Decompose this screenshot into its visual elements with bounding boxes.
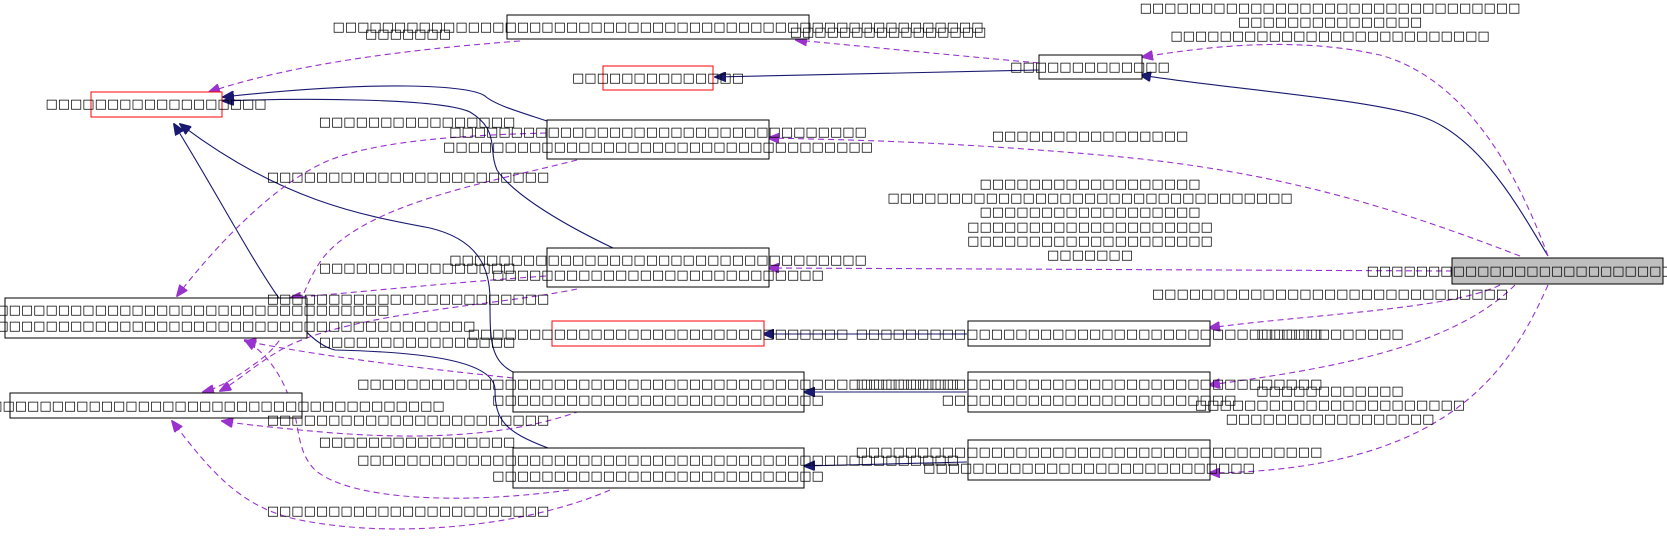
- node-r3-line2: □□□□□□□□□□□□□□□□□□□□□□□□□□□: [923, 461, 1255, 476]
- node-left-big-line2: □□□□□□□□□□□□□□□□□□□□□□□□□□□□□□□□□□□□□□□□…: [0, 319, 475, 334]
- edge-main-to-r2: [1209, 284, 1516, 385]
- node-r1[interactable]: □□□□□□□□□□□□□□□□□□□□□□□□□□□□□□□□□□□□□□: [856, 320, 1323, 347]
- node-red-small[interactable]: □□□□□□□□□□□□□□: [572, 65, 744, 91]
- edge-hub-to-red-small: [715, 69, 1040, 77]
- node-left-big-line1: □□□□□□□□□□□□□□□□□□□□□□□□□□□□□□□□□□□□□□: [0, 303, 389, 318]
- node-left-low-label: □□□□□□□□□□□□□□□□□□□□□□□□□□□□□□□□□□□□□□□□…: [0, 399, 445, 414]
- node-mid1[interactable]: □□□□□□□□□□□□□□□□□□□□□□□□□□□□□□□□□□ □□□□□…: [443, 119, 873, 160]
- edge-label-mid1-a: □□□□□□□□□□□□□□□□: [319, 115, 516, 130]
- edge-mid1-to-red-left: [223, 85, 551, 123]
- node-r2[interactable]: □□□□□□□□□□□□□□□□□□□□□□□□□□□□□□□□□□□□□□ □…: [856, 371, 1323, 413]
- edge-label-mid2-a: □□□□□□□□□□□□□□□□: [319, 261, 516, 276]
- edge-main-to-r1: [1209, 284, 1501, 328]
- node-r3[interactable]: □□□□□□□□□□□□□□□□□□□□□□□□□□□□□□□□□□□□□□ □…: [856, 439, 1323, 481]
- node-m3-line1: □□□□□□□□□□□□□□□□□□□□□□□□□□□□□□□□□□□□□□□□…: [357, 377, 959, 392]
- node-r1-label: □□□□□□□□□□□□□□□□□□□□□□□□□□□□□□□□□□□□□□: [856, 327, 1323, 342]
- node-m4-line1: □□□□□□□□□□□□□□□□□□□□□□□□□□□□□□□□□□□□□□□□…: [357, 453, 959, 468]
- edge-label-main-r2: □□□□□□□□□□□□: [1256, 327, 1403, 342]
- edge-label-main-hub-2: □□□□□□□□□□□□□□□: [1238, 15, 1422, 30]
- edge-label-main-mid2-5: □□□□□□□□□□□□□□□□□□□□: [967, 234, 1213, 249]
- node-main[interactable]: □□□□□□□□□□□□□□□□□□□□□□□□□□□□□□□: [1367, 257, 1667, 285]
- edge-m4-to-left-low: [172, 421, 611, 530]
- node-red-mid[interactable]: □□□□□□□□□□□□□□□□□□□□□□□□□□□□□□□: [468, 320, 849, 347]
- edge-r3-to-m4: [804, 462, 968, 466]
- node-m3[interactable]: □□□□□□□□□□□□□□□□□□□□□□□□□□□□□□□□□□□□□□□□…: [357, 371, 959, 413]
- node-mid2[interactable]: □□□□□□□□□□□□□□□□□□□□□□□□□□□□□□□□□□ □□□□□…: [449, 247, 867, 288]
- edge-main-to-hub: [1140, 75, 1549, 257]
- edge-main-to-hub-usage: [1142, 43, 1549, 257]
- edge-m4-to-left-big: [245, 340, 570, 499]
- edge-label-main-r3-2: □□□□□□□□□□□□□□□□□□□□□□: [1195, 398, 1465, 413]
- edge-label-main-hub-1: □□□□□□□□□□□□□□□□□□□□□□□□□□□□□□□: [1140, 1, 1521, 16]
- edge-label-main-mid2-1: □□□□□□□□□□□□□□□□□□: [979, 177, 1200, 192]
- node-left-big[interactable]: □□□□□□□□□□□□□□□□□□□□□□□□□□□□□□□□□□□□□□ □…: [0, 297, 475, 339]
- edge-main-to-mid2: [768, 268, 1453, 271]
- node-left-low[interactable]: □□□□□□□□□□□□□□□□□□□□□□□□□□□□□□□□□□□□□□□□…: [0, 392, 445, 419]
- edge-label-m3-b: □□□□□□□□□□□□□□□□□□□□□□□: [267, 413, 550, 428]
- edge-label-m3-a: □□□□□□□□□□□□□□□□: [319, 335, 516, 350]
- edge-mid1-to-left-low: [203, 159, 578, 392]
- edge-top-box-to-red-left: [209, 40, 521, 92]
- node-mid2-line2: □□□□□□□□□□□□□□□□□□□□□□□□□□□: [492, 268, 824, 283]
- edge-label-main-mid1: □□□□□□□□□□□□□□□□: [992, 129, 1189, 144]
- node-mid2-line1: □□□□□□□□□□□□□□□□□□□□□□□□□□□□□□□□□□: [449, 253, 867, 268]
- edge-label-main-hub-3: □□□□□□□□□□□□□□□□□□□□□□□□□□: [1170, 29, 1489, 44]
- node-red-left[interactable]: □□□□□□□□□□□□□□□□□□: [45, 91, 267, 118]
- node-red-left-label: □□□□□□□□□□□□□□□□□□: [45, 97, 266, 112]
- node-mid1-line1: □□□□□□□□□□□□□□□□□□□□□□□□□□□□□□□□□□: [449, 125, 867, 140]
- node-hub[interactable]: □□□□□□□□□□□□□: [1010, 54, 1170, 80]
- edge-label-m4-b: □□□□□□□□□□□□□□□□□□□□□□□: [267, 504, 550, 519]
- node-red-small-label: □□□□□□□□□□□□□□: [572, 71, 744, 86]
- node-top-box-label: □□□□□□□□□□□□□□□□□□□□□□□□□□□□□□□□□□□□□□□□…: [333, 20, 984, 35]
- node-top-box[interactable]: □□□□□□□□□□□□□□□□□□□□□□□□□□□□□□□□□□□□□□□□…: [333, 14, 984, 40]
- edge-label-m4-a: □□□□□□□□□□□□□□□□: [319, 435, 516, 450]
- edge-label-main-r3-1: □□□□□□□□□□□□: [1256, 384, 1403, 399]
- node-r2-line2: □□□□□□□□□□□□□□□□□□□□□□□□: [942, 393, 1237, 408]
- edge-label-main-mid2-6: □□□□□□□: [1047, 248, 1133, 263]
- node-hub-label: □□□□□□□□□□□□□: [1010, 60, 1170, 75]
- edge-hub-to-top-box: [796, 40, 1040, 64]
- node-r3-line1: □□□□□□□□□□□□□□□□□□□□□□□□□□□□□□□□□□□□□□: [856, 445, 1323, 460]
- edge-label-main-mid2-4: □□□□□□□□□□□□□□□□□□□□: [967, 220, 1213, 235]
- edge-m3-to-left-big: [245, 341, 514, 379]
- edge-label-main-mid2-3: □□□□□□□□□□□□□□□□□□: [979, 205, 1200, 220]
- node-red-mid-label: □□□□□□□□□□□□□□□□□□□□□□□□□□□□□□□: [468, 327, 849, 342]
- edge-label-top-left: □□□□□□□: [365, 27, 451, 42]
- node-m3-line2: □□□□□□□□□□□□□□□□□□□□□□□□□□□: [492, 393, 824, 408]
- edge-main-to-mid1: [768, 138, 1521, 257]
- edge-mid2-to-left-big: [290, 275, 547, 298]
- edge-m4-to-red-left: [174, 124, 549, 449]
- edge-m3-to-left-low: [222, 410, 581, 437]
- node-m4[interactable]: □□□□□□□□□□□□□□□□□□□□□□□□□□□□□□□□□□□□□□□□…: [357, 447, 959, 489]
- node-main-label: □□□□□□□□□□□□□□□□□□□□□□□□□□□□□□□: [1367, 264, 1667, 279]
- edge-label-mid2-b: □□□□□□□□□□□□□□□□□□□□□□□: [267, 292, 550, 307]
- edge-label-main-mid2-2: □□□□□□□□□□□□□□□□□□□□□□□□□□□□□□□□□: [887, 191, 1292, 206]
- node-m4-line2: □□□□□□□□□□□□□□□□□□□□□□□□□□□: [492, 469, 824, 484]
- edge-mid1-to-left-big: [177, 132, 547, 296]
- edge-mid2-to-red-left: [223, 99, 614, 249]
- node-r2-line1: □□□□□□□□□□□□□□□□□□□□□□□□□□□□□□□□□□□□□□: [856, 377, 1323, 392]
- edge-label-top-hub: □□□□□□□□□□□□□□□□: [790, 25, 987, 40]
- edge-label-main-r1: □□□□□□□□□□□□□□□□□□□□□□□□□□□□□: [1152, 287, 1508, 302]
- edge-label-mid1-b: □□□□□□□□□□□□□□□□□□□□□□□: [267, 170, 550, 185]
- node-mid1-line2: □□□□□□□□□□□□□□□□□□□□□□□□□□□□□□□□□□□: [443, 140, 873, 155]
- edge-label-main-r3-3: □□□□□□□□□□□□□□□□□: [1226, 412, 1435, 427]
- edge-mid2-to-left-low: [220, 288, 578, 391]
